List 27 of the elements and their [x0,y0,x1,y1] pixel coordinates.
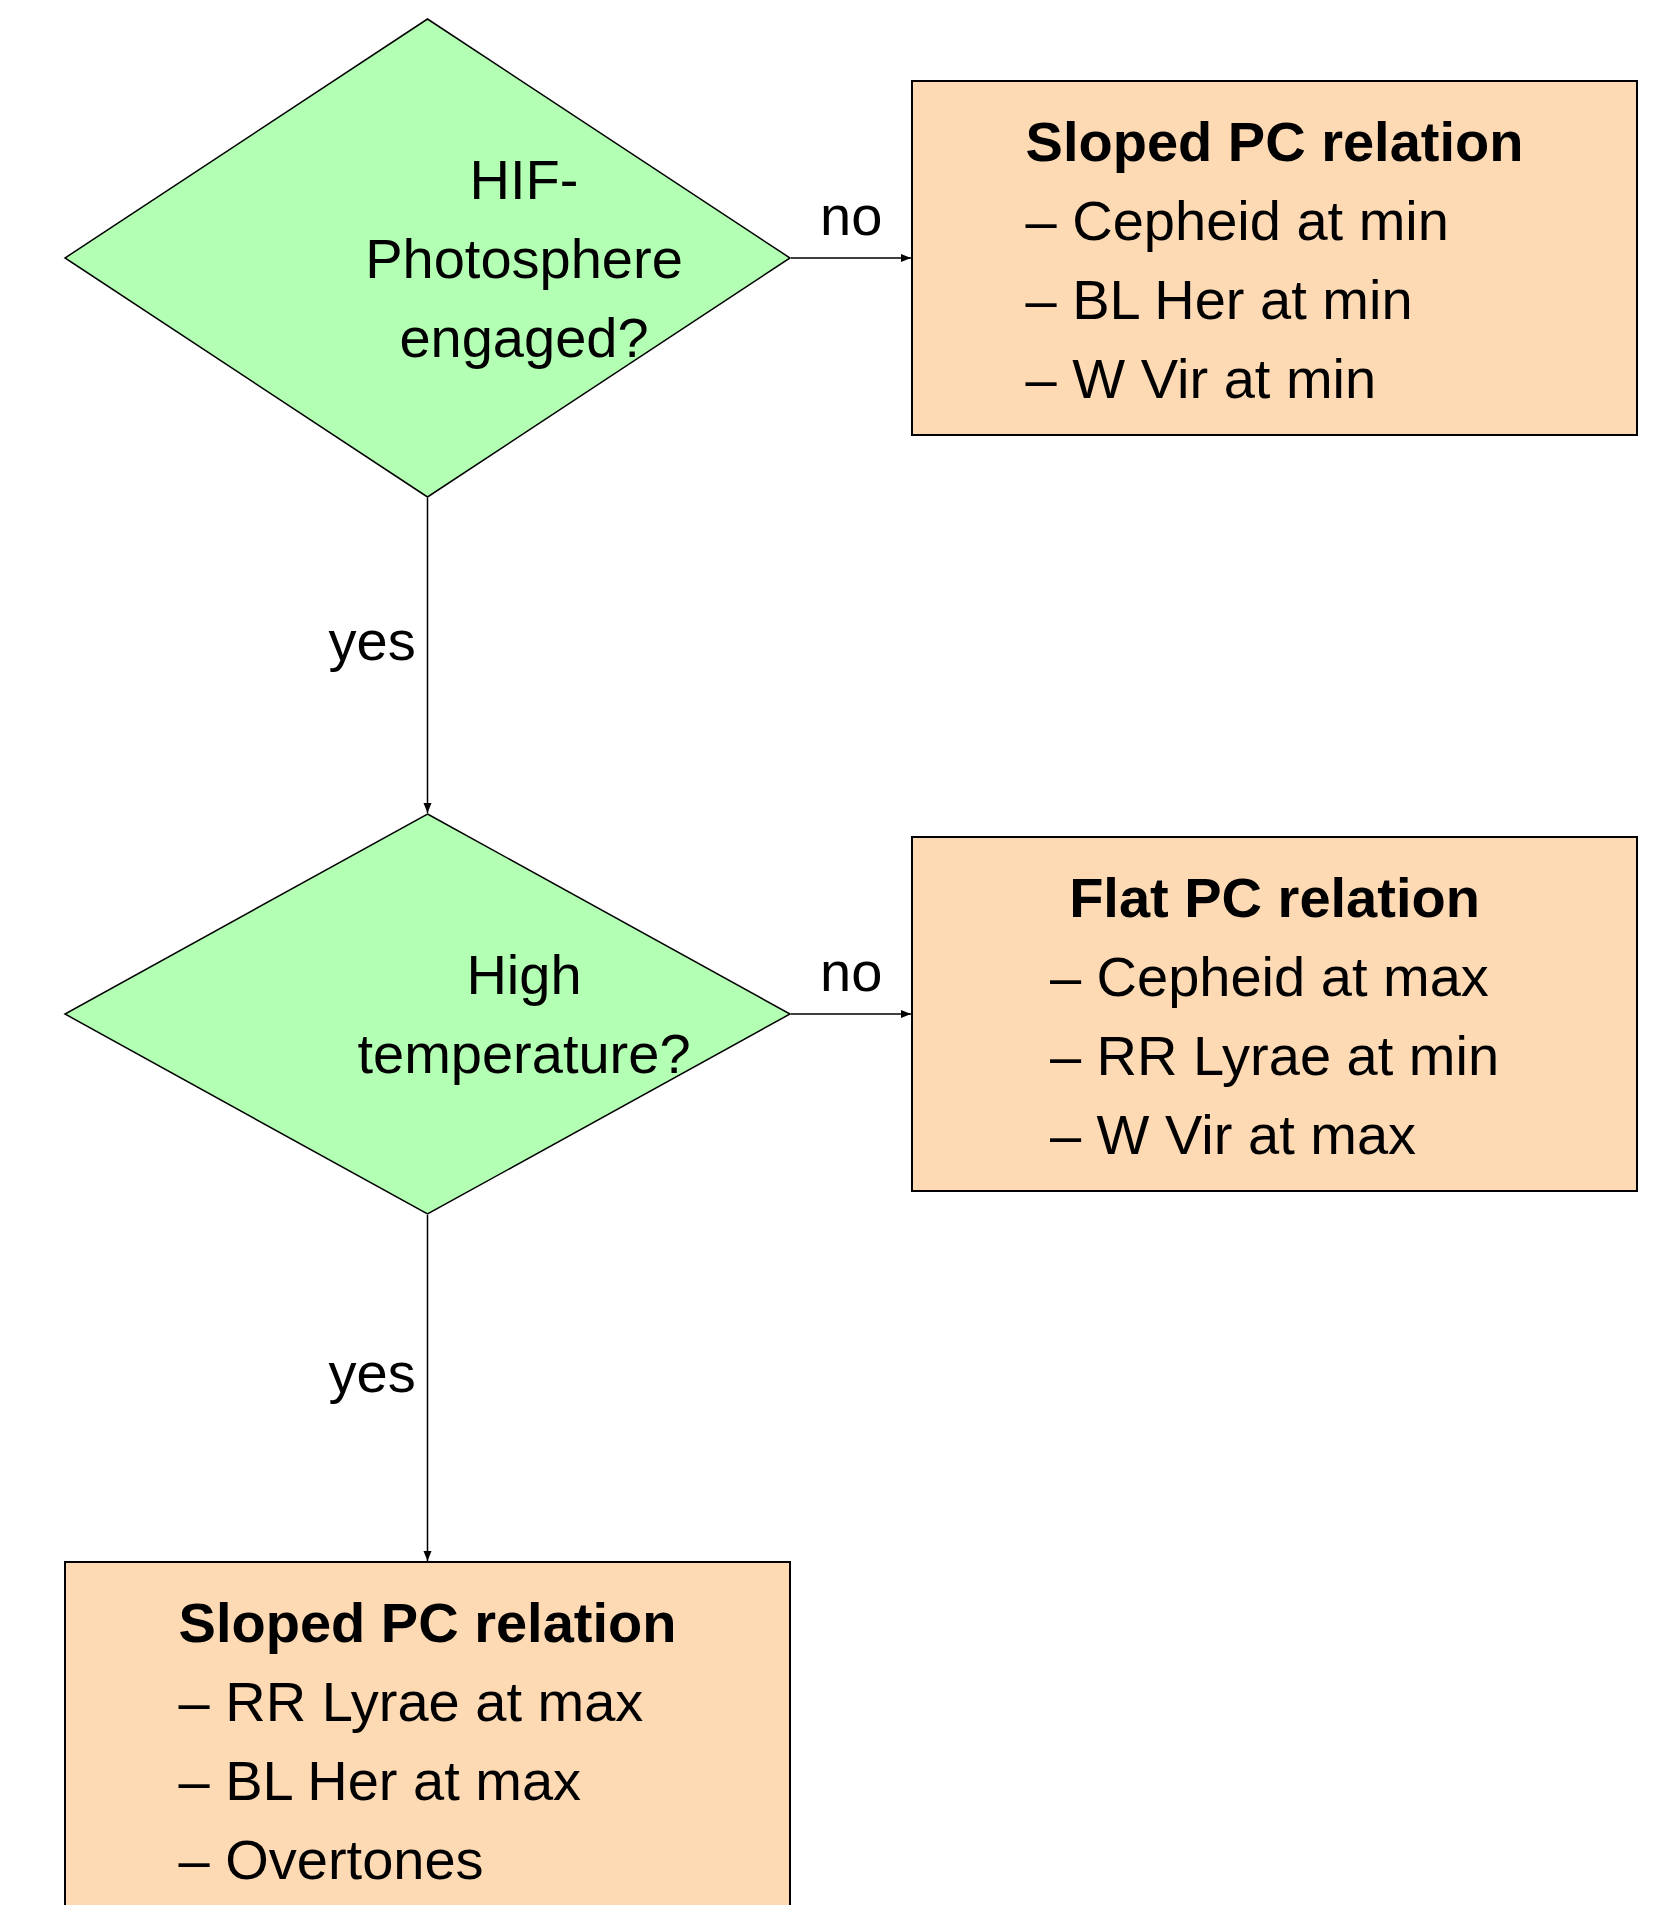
arrow [423,1214,432,1562]
edge-label: yes [328,610,416,671]
list-item: – Overtones [178,1827,485,1893]
result-box [64,1561,791,1905]
edge-label: no [820,942,883,1002]
list-item: – RR Lyrae at max [178,1669,645,1735]
edge-label: no [820,186,883,246]
arrow [423,497,432,814]
list-item: – BL Her at min [1025,267,1414,333]
arrow [790,1010,912,1018]
decision-text: High temperature? [356,942,692,1087]
list-item: – Cepheid at min [1025,188,1450,254]
edge-label: yes [328,1343,416,1403]
decision-text: HIF-Photosphere engaged? [364,146,684,371]
decision-diamond [64,813,791,1215]
box-heading: Flat PC relation [1068,865,1481,931]
list-item: – W Vir at min [1025,346,1378,412]
result-box [911,836,1638,1192]
list-item: – RR Lyrae at min [1049,1023,1500,1089]
decision-diamond [64,18,791,498]
box-heading: Sloped PC relation [1025,109,1524,175]
list-item: – Cepheid at max [1049,944,1490,1010]
result-box [911,80,1638,436]
list-item: – BL Her at max [178,1748,583,1814]
arrow [790,254,912,262]
box-heading: Sloped PC relation [178,1590,677,1656]
list-item: – W Vir at max [1049,1102,1418,1168]
